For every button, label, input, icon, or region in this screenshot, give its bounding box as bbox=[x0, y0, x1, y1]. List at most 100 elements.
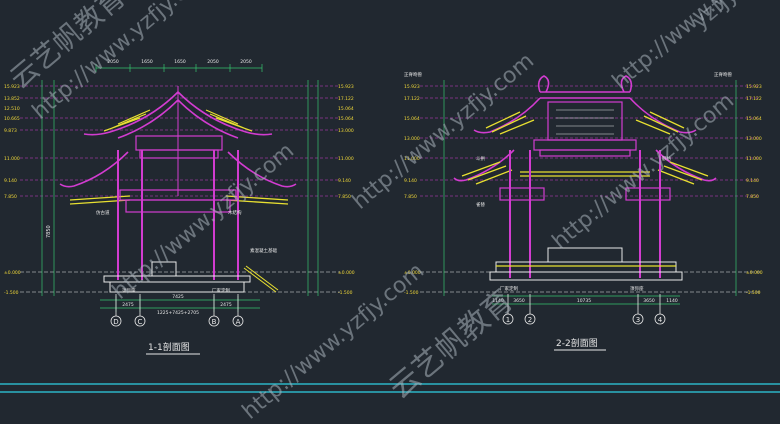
level-label: 15.923 bbox=[4, 84, 20, 90]
left-roof bbox=[83, 91, 273, 139]
level-label: ±0.000 bbox=[4, 270, 21, 276]
level-label: 9.140 bbox=[338, 178, 351, 184]
level-label: 15.923 bbox=[338, 84, 354, 90]
note-label: 素混凝土基础 bbox=[250, 247, 277, 254]
left-level-lines bbox=[20, 85, 340, 197]
level-label: ±0.000 bbox=[404, 270, 421, 276]
level-label: 7.850 bbox=[404, 194, 417, 200]
level-label: 12.510 bbox=[4, 106, 20, 112]
section-title-1-1: 1-1剖面图 bbox=[148, 341, 190, 353]
bottom-dim: 3650 bbox=[643, 298, 655, 304]
level-label: 10.665 bbox=[4, 116, 20, 122]
left-stair bbox=[243, 265, 279, 293]
axis-label-4: 4 bbox=[658, 316, 663, 324]
right-lower-tiles bbox=[461, 161, 709, 185]
level-label: 9.873 bbox=[4, 128, 17, 134]
level-label: -1.500 bbox=[338, 290, 353, 296]
left-base bbox=[103, 261, 251, 293]
level-label: 7.850 bbox=[4, 194, 17, 200]
section-title-2-2: 2-2剖面图 bbox=[556, 337, 598, 349]
level-label: ±0.000 bbox=[338, 270, 355, 276]
right-columns bbox=[509, 150, 661, 278]
level-label: 13.000 bbox=[338, 128, 354, 134]
watermark-url: http://www.yzfjy.com bbox=[108, 138, 299, 304]
left-vertical-dimensions bbox=[41, 80, 319, 296]
section-2-2: 1 2 3 4 1140 3650 10735 3650 1140 正脊吻兽 正… bbox=[404, 71, 763, 351]
left-columns bbox=[117, 150, 239, 280]
level-label: 13.000 bbox=[404, 136, 420, 142]
roof-label-left: 正脊吻兽 bbox=[404, 71, 422, 78]
level-label: 7.850 bbox=[338, 194, 351, 200]
level-label: 11.000 bbox=[338, 156, 354, 162]
bottom-dim-main: 7425 bbox=[172, 294, 184, 300]
level-label: 15.923 bbox=[746, 84, 762, 90]
note-label: 额枋 bbox=[662, 155, 671, 162]
right-board-text-lines bbox=[556, 109, 614, 135]
note-label: 仿古道 bbox=[96, 209, 110, 216]
note-label: 木结构 bbox=[228, 209, 242, 216]
level-label: 15.923 bbox=[404, 84, 420, 90]
left-level-labels: 15.923 13.852 12.510 10.665 9.873 11.000… bbox=[4, 84, 21, 296]
bottom-dim-total: 1225+7425+2705 bbox=[157, 310, 199, 316]
left-axis-lines bbox=[110, 294, 244, 327]
axis-label-b: B bbox=[212, 318, 217, 326]
axis-label-1: 1 bbox=[506, 316, 510, 324]
right-upper-tiles bbox=[485, 111, 685, 135]
section-1-1: D C B A 2050 1650 1650 2050 2050 15.923 … bbox=[4, 59, 355, 355]
roof-label-right: 正脊吻兽 bbox=[714, 71, 732, 78]
right-ridge bbox=[537, 75, 633, 99]
level-label: 17.122 bbox=[338, 96, 354, 102]
right-vertical-dimensions bbox=[443, 80, 737, 296]
bottom-dim-left: 2475 bbox=[122, 302, 134, 308]
top-dim-2: 1650 bbox=[141, 59, 153, 65]
top-dim-1: 2050 bbox=[107, 59, 119, 65]
level-label: 15.064 bbox=[746, 116, 762, 122]
level-label: 9.140 bbox=[4, 178, 17, 184]
bottom-dim: 10735 bbox=[577, 298, 591, 304]
level-label: 11.000 bbox=[746, 156, 762, 162]
level-label: ±0.000 bbox=[746, 270, 763, 276]
axis-label-d: D bbox=[113, 318, 118, 326]
right-axis-lines bbox=[502, 294, 666, 325]
level-label: 15.064 bbox=[338, 116, 354, 122]
bottom-dim: 3650 bbox=[513, 298, 525, 304]
axis-label-a: A bbox=[236, 318, 241, 326]
axis-label-2: 2 bbox=[528, 316, 532, 324]
level-label: 15.064 bbox=[338, 106, 354, 112]
right-section-levels-left: 15.923 17.122 15.064 13.000 11.000 9.140… bbox=[404, 84, 421, 296]
right-bottom-dimension bbox=[492, 295, 680, 305]
level-label: 11.000 bbox=[404, 156, 420, 162]
right-base bbox=[489, 247, 683, 281]
note-label: 须弥座 bbox=[122, 287, 136, 294]
note-label: 厂家定制 bbox=[212, 287, 230, 294]
right-brackets bbox=[499, 149, 671, 201]
level-label: -1.500 bbox=[4, 290, 19, 296]
level-label: 7.850 bbox=[746, 194, 759, 200]
axis-label-3: 3 bbox=[636, 316, 640, 324]
level-label: 13.852 bbox=[4, 96, 20, 102]
note-label: 须弥座 bbox=[630, 285, 644, 292]
left-lower-eaves bbox=[59, 151, 297, 188]
right-upper-roof bbox=[473, 97, 697, 134]
top-dim-3: 1650 bbox=[174, 59, 186, 65]
top-dim-4: 2050 bbox=[207, 59, 219, 65]
top-dim-5: 2050 bbox=[240, 59, 252, 65]
left-top-dimension bbox=[95, 64, 263, 72]
right-level-labels: 15.923 17.122 15.064 15.064 13.000 11.00… bbox=[338, 84, 355, 296]
note-label: 斗拱 bbox=[476, 155, 485, 162]
axis-label-c: C bbox=[138, 318, 143, 326]
level-label: 17.122 bbox=[746, 96, 762, 102]
note-label: 雀替 bbox=[476, 201, 485, 208]
note-label: 厂家定制 bbox=[500, 285, 518, 292]
level-label: 13.000 bbox=[746, 136, 762, 142]
height-dim: 7850 bbox=[46, 225, 52, 238]
bottom-dim: 1140 bbox=[666, 298, 678, 304]
level-label: 15.064 bbox=[404, 116, 420, 122]
right-section-levels-right: 15.923 17.122 15.064 13.000 11.000 9.140… bbox=[746, 84, 763, 296]
bottom-dim-right: 2475 bbox=[220, 302, 232, 308]
level-label: -1.500 bbox=[404, 290, 419, 296]
level-label: 17.122 bbox=[404, 96, 420, 102]
watermark-layer: http://www.yzfjy.com http://www.yzfjy.co… bbox=[3, 0, 780, 424]
